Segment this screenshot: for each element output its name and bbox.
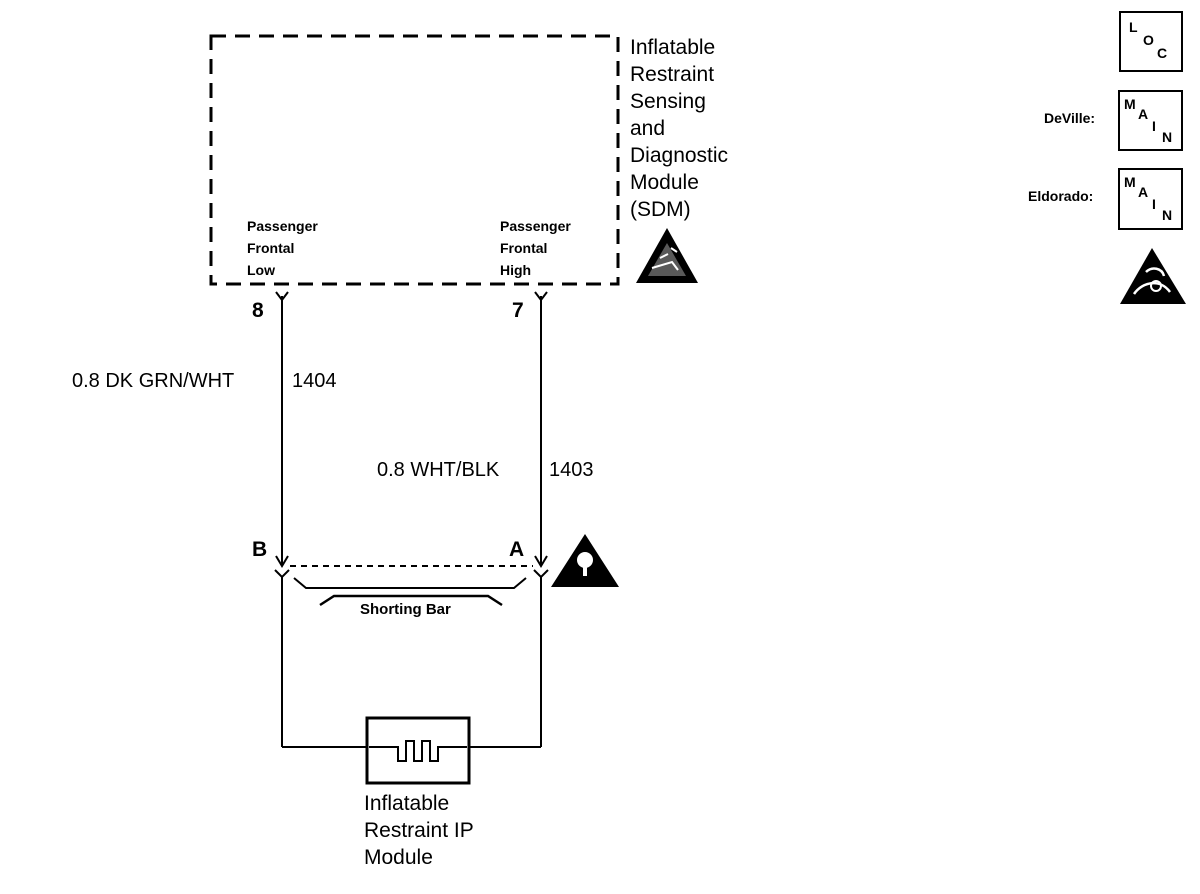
sdm-label-line: Module <box>630 171 699 194</box>
ip-module-label-line: Inflatable <box>364 792 450 815</box>
terminal-label-line: High <box>500 262 532 278</box>
terminal-label-high: Passenger Frontal High <box>500 215 571 281</box>
terminal-label-line: Frontal <box>247 240 295 256</box>
terminal-label-line: Passenger <box>247 218 318 234</box>
main-letter: A <box>1138 184 1149 200</box>
wire-1404-circuit: 1404 <box>292 370 337 392</box>
pin-7-label: 7 <box>512 299 524 322</box>
pin-8-label: 8 <box>252 299 264 322</box>
main-letter: N <box>1162 207 1173 223</box>
terminal-label-line: Frontal <box>500 240 548 256</box>
sdm-label-line: Inflatable <box>630 36 716 59</box>
shorting-bar-contact <box>293 577 527 589</box>
wire-1403-color: 0.8 WHT/BLK <box>377 459 500 481</box>
main-letter: I <box>1152 118 1156 134</box>
eldorado-main-symbol: M A I N <box>1118 168 1183 230</box>
shorting-bar <box>319 594 503 607</box>
loc-letter: C <box>1157 45 1168 61</box>
loc-letter: L <box>1129 19 1138 35</box>
sdm-label: Inflatable Restraint Sensing and Diagnos… <box>630 34 728 223</box>
terminal-label-low: Passenger Frontal Low <box>247 215 318 281</box>
pin-b-arrow <box>275 555 289 568</box>
eldorado-label: Eldorado: <box>1028 188 1094 204</box>
wire-1403-circuit: 1403 <box>549 459 594 481</box>
main-letter: A <box>1138 106 1149 122</box>
ip-module-igniter-icon <box>369 740 467 762</box>
loc-letter: O <box>1143 32 1154 48</box>
ip-module-label: Inflatable Restraint IP Module <box>364 790 474 871</box>
sdm-label-line: (SDM) <box>630 198 691 221</box>
sdm-label-line: Sensing <box>630 90 706 113</box>
main-letter: I <box>1152 196 1156 212</box>
deville-main-symbol: M A I N <box>1118 90 1183 151</box>
esd-sensitive-icon <box>636 228 698 283</box>
ip-module-label-line: Restraint IP <box>364 819 474 842</box>
main-letter: M <box>1124 96 1136 112</box>
sdm-label-line: Restraint <box>630 63 715 86</box>
pin-b-connector <box>274 569 290 579</box>
pin-a-label: A <box>509 538 525 561</box>
caution-icon <box>551 534 619 587</box>
ip-module-box <box>365 716 471 785</box>
loc-symbol: L O C <box>1119 11 1183 72</box>
airbag-service-icon <box>1120 248 1186 304</box>
pin-a-arrow <box>534 555 548 568</box>
wire-1404-color: 0.8 DK GRN/WHT <box>72 370 235 392</box>
deville-label: DeVille: <box>1044 110 1096 126</box>
main-letter: N <box>1162 129 1173 145</box>
main-letter: M <box>1124 174 1136 190</box>
sdm-dashed-outline <box>209 34 620 286</box>
pin-b-label: B <box>252 538 268 561</box>
shorting-bar-label: Shorting Bar <box>360 601 451 618</box>
terminal-label-line: Low <box>247 262 275 278</box>
ip-module-label-line: Module <box>364 846 433 869</box>
pin-a-connector <box>533 569 549 579</box>
terminal-label-line: Passenger <box>500 218 571 234</box>
sdm-label-line: and <box>630 117 666 140</box>
sdm-label-line: Diagnostic <box>630 144 729 167</box>
